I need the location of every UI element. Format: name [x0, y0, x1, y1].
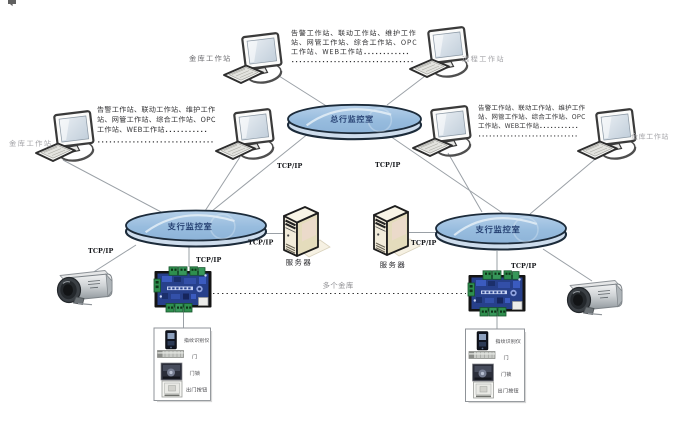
note-branch-right-line-1: [478, 104, 585, 111]
reader-right: [476, 331, 489, 351]
note-branch-right-line-3: [478, 122, 578, 129]
lan-branch-right-gloss: [453, 217, 538, 237]
rack-left-shadow: [157, 331, 213, 403]
rack-left: [153, 327, 213, 403]
tcpip-label-4: TCP/IP: [196, 256, 221, 264]
exit-button-left: [161, 380, 183, 398]
tcpip-label-6: TCP/IP: [411, 239, 436, 247]
link-wsleft1-branchleft: [62, 159, 164, 214]
door-strip-left: [157, 350, 184, 358]
access-controller-right: [467, 270, 526, 317]
tcpip-label-7: TCP/IP: [511, 262, 536, 270]
workstation-remote-top: [408, 25, 504, 80]
link-remotews-head: [386, 72, 430, 106]
tcpip-label-3: TCP/IP: [88, 247, 113, 255]
lan-branch-right: [434, 212, 568, 251]
lan-head-office-label: [330, 114, 373, 123]
rack-right-label-exit: [498, 388, 519, 393]
note-branch-left-line-4: [98, 141, 213, 143]
label-vault-ws-left: [9, 139, 51, 147]
workstation-vault-top: [189, 31, 284, 86]
workstation-right-2: [576, 107, 669, 162]
note-head-office-line-1: [291, 29, 416, 37]
rack-right-label-lock: [501, 371, 512, 377]
note-head-office: [291, 29, 417, 63]
rack-right-shadow: [468, 332, 527, 404]
lan-head-office-swirl: [367, 107, 393, 133]
note-branch-right: [478, 104, 586, 137]
lan-branch-right-label: [475, 225, 520, 234]
lan-branch-right-disk: [435, 212, 567, 245]
label-remote-ws-top: [462, 55, 504, 63]
rack-left-label-reader: [184, 337, 210, 343]
note-branch-right-line-4: [479, 135, 577, 137]
lan-branch-left-label: [167, 222, 212, 231]
connection-lines: [62, 72, 601, 329]
rack-left-label-exit: [186, 387, 207, 392]
lock-photo-left: [160, 362, 183, 381]
note-branch-left-line-1: [97, 106, 215, 113]
note-branch-left-line-2: [97, 116, 216, 123]
note-head-office-line-4: [292, 61, 413, 63]
label-multi-vault: [323, 281, 353, 289]
rack-right-label-door: [503, 355, 509, 360]
server-right-label: [379, 261, 405, 269]
label-vault-ws-top: [189, 54, 231, 62]
rack-right-label-reader: [495, 338, 521, 344]
link-branchleft-camera: [91, 244, 137, 274]
server-left: [282, 205, 332, 266]
corner-artifact: [8, 0, 16, 7]
tcpip-label-2: TCP/IP: [375, 161, 400, 169]
server-right: [372, 204, 422, 269]
workstation-left-1: [9, 109, 96, 164]
tcpip-label-5: TCP/IP: [248, 239, 273, 247]
link-wsright2-branchright: [529, 154, 601, 215]
link-wsleft2-branchleft: [204, 156, 241, 212]
lan-branch-left-gloss: [144, 214, 235, 234]
link-branchright-camera: [542, 248, 593, 282]
link-wsright1-branchright: [447, 152, 483, 213]
exit-button-right: [473, 381, 494, 399]
note-branch-right-line-2: [478, 113, 586, 120]
note-branch-left-line-3: [97, 126, 207, 133]
note-branch-left: [97, 106, 216, 143]
access-control-board-icon: [153, 266, 212, 313]
lan-head-office-gloss: [305, 108, 392, 127]
door-strip-right: [468, 351, 496, 359]
lan-head-office: [286, 103, 423, 141]
reader-left: [165, 330, 177, 350]
rack-left-label-door: [192, 354, 197, 359]
lan-branch-left: [124, 209, 268, 248]
access-control-board-icon: [467, 270, 526, 317]
note-head-office-line-2: [291, 38, 417, 46]
rack-right: [465, 328, 527, 404]
lock-photo-right: [472, 363, 494, 382]
rack-left-label-lock: [189, 370, 200, 376]
link-vaultws-head: [278, 75, 329, 108]
server-left-label: [285, 258, 311, 266]
link-head-branchright: [386, 133, 505, 215]
access-controller-left: [153, 266, 212, 313]
link-head-branchleft: [211, 132, 310, 212]
label-vault-ws-right: [631, 133, 669, 140]
note-head-office-line-3: [291, 48, 409, 55]
tcpip-label-1: TCP/IP: [277, 162, 302, 170]
